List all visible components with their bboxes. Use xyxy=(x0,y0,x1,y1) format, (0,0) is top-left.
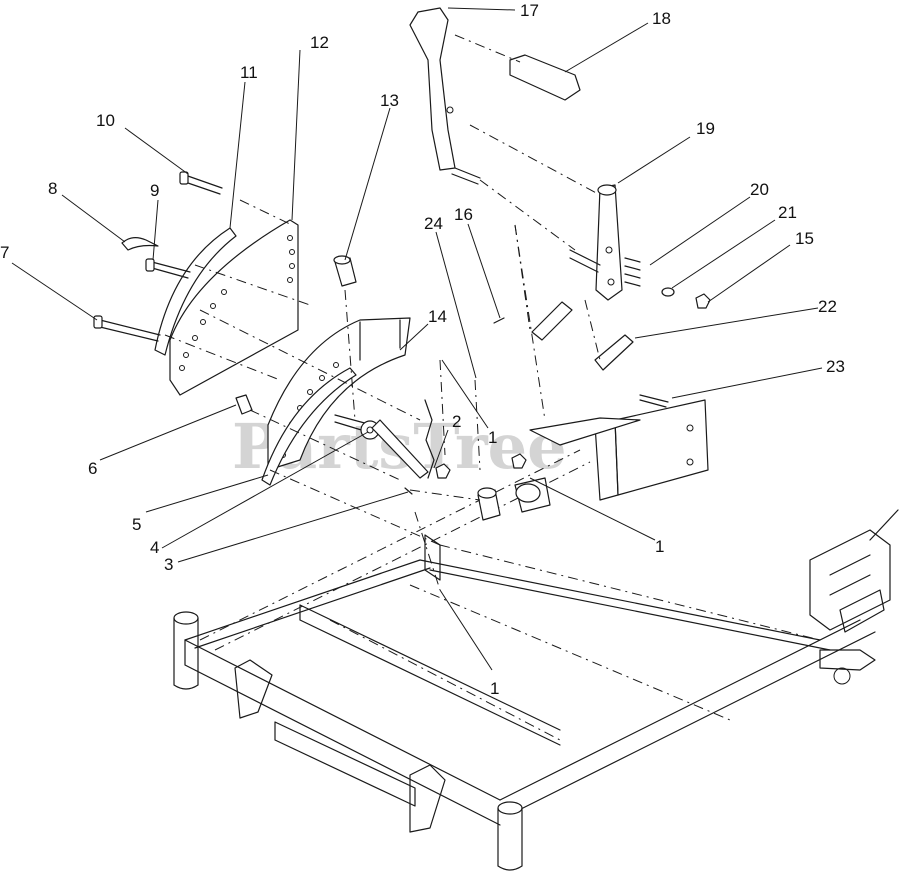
pivot-assembly xyxy=(235,394,551,521)
link-16 xyxy=(493,301,573,341)
callout-23: 23 xyxy=(826,357,845,376)
callout-15: 15 xyxy=(795,229,814,248)
callout-10: 10 xyxy=(96,111,115,130)
callout-16: 16 xyxy=(454,205,473,224)
callout-12: 12 xyxy=(310,33,329,52)
callout-11: 11 xyxy=(240,63,258,82)
mount-plate xyxy=(529,399,709,501)
fasteners-left xyxy=(93,171,223,342)
leader-lines xyxy=(11,7,823,671)
callout-24: 24 xyxy=(424,214,443,233)
callout-2: 2 xyxy=(452,412,461,431)
bushing-13 xyxy=(333,255,357,287)
side-plate-12 xyxy=(169,219,299,396)
callout-19: 19 xyxy=(696,119,715,138)
callout-13: 13 xyxy=(380,91,399,110)
callout-7: 7 xyxy=(0,243,9,262)
callout-1-right: 1 xyxy=(655,537,664,556)
callout-1-lower: 1 xyxy=(490,679,499,698)
callout-8: 8 xyxy=(48,179,57,198)
callout-3: 3 xyxy=(164,555,173,574)
link-22 xyxy=(594,334,669,408)
callout-1-upper: 1 xyxy=(488,428,497,447)
control-lever-17 xyxy=(409,7,481,185)
grip-18 xyxy=(509,54,581,101)
callout-17: 17 xyxy=(520,1,539,20)
callout-4: 4 xyxy=(150,538,159,557)
callout-21: 21 xyxy=(778,203,797,222)
assembly-lines xyxy=(164,34,601,591)
callout-9: 9 xyxy=(150,181,159,200)
callout-labels: 17 18 12 11 13 10 19 9 8 24 16 20 21 15 … xyxy=(0,1,845,698)
bracket-5 xyxy=(261,367,357,486)
arm-19 xyxy=(569,184,711,309)
bracket-11 xyxy=(154,227,237,356)
callout-18: 18 xyxy=(652,9,671,28)
callout-20: 20 xyxy=(750,180,769,199)
main-frame xyxy=(173,449,899,871)
callout-22: 22 xyxy=(818,297,837,316)
callout-5: 5 xyxy=(132,515,141,534)
callout-6: 6 xyxy=(88,459,97,478)
callout-14: 14 xyxy=(428,307,447,326)
